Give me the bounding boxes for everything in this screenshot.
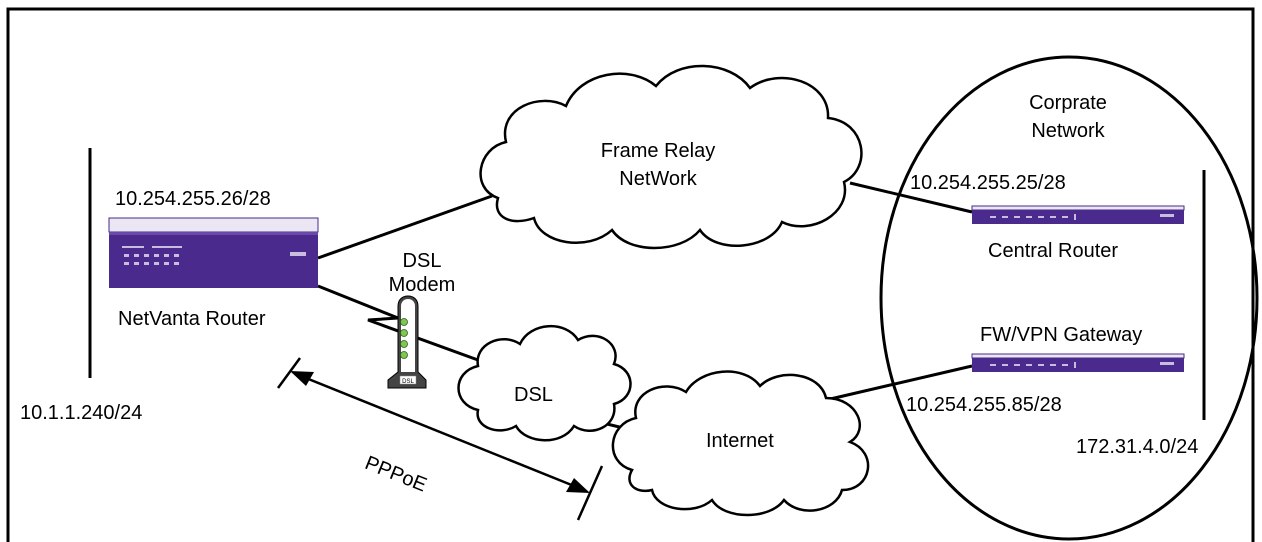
modem-badge-text: DSL	[402, 379, 414, 385]
pppoe-span-arrow	[276, 357, 604, 521]
internet-cloud-label: Internet	[706, 430, 774, 452]
dsl-modem-device: DSL	[387, 295, 427, 389]
dsl-cloud-label: DSL	[514, 384, 553, 406]
frame-relay-label-line2: NetWork	[619, 168, 697, 190]
corporate-label-line2: Network	[1031, 120, 1105, 142]
central-router-device	[971, 205, 1185, 224]
fw-vpn-gateway-device	[971, 353, 1185, 372]
link-netvanta-framerelay	[317, 194, 493, 260]
frame-relay-cloud	[479, 64, 863, 250]
internet-cloud	[611, 370, 870, 517]
link-netvanta-dsl-zigzag	[317, 284, 501, 370]
corporate-label-line1: Corprate	[1029, 92, 1107, 114]
link-framerelay-central	[849, 181, 973, 214]
lan-subnet-label: 10.1.1.240/24	[20, 402, 143, 424]
frame-relay-label-line1: Frame Relay	[600, 140, 716, 162]
dsl-modem-label-line1: DSL	[402, 250, 442, 272]
dsl-modem-label-line2: Modem	[388, 274, 456, 296]
fw-vpn-gateway-ip-label: 10.254.255.85/28	[906, 394, 1062, 416]
netvanta-router-label: NetVanta Router	[118, 308, 266, 330]
corporate-network-boundary	[879, 55, 1259, 541]
central-router-ip-label: 10.254.255.25/28	[910, 172, 1066, 194]
corporate-subnet-label: 172.31.4.0/24	[1076, 436, 1199, 458]
central-router-label: Central Router	[988, 240, 1119, 262]
netvanta-ip-label: 10.254.255.26/28	[115, 188, 271, 210]
fw-vpn-gateway-label: FW/VPN Gateway	[980, 324, 1143, 346]
netvanta-router-device	[108, 217, 319, 288]
dsl-cloud	[457, 325, 632, 442]
diagram-frame	[6, 7, 1255, 542]
link-internet-fwgateway	[825, 364, 973, 402]
